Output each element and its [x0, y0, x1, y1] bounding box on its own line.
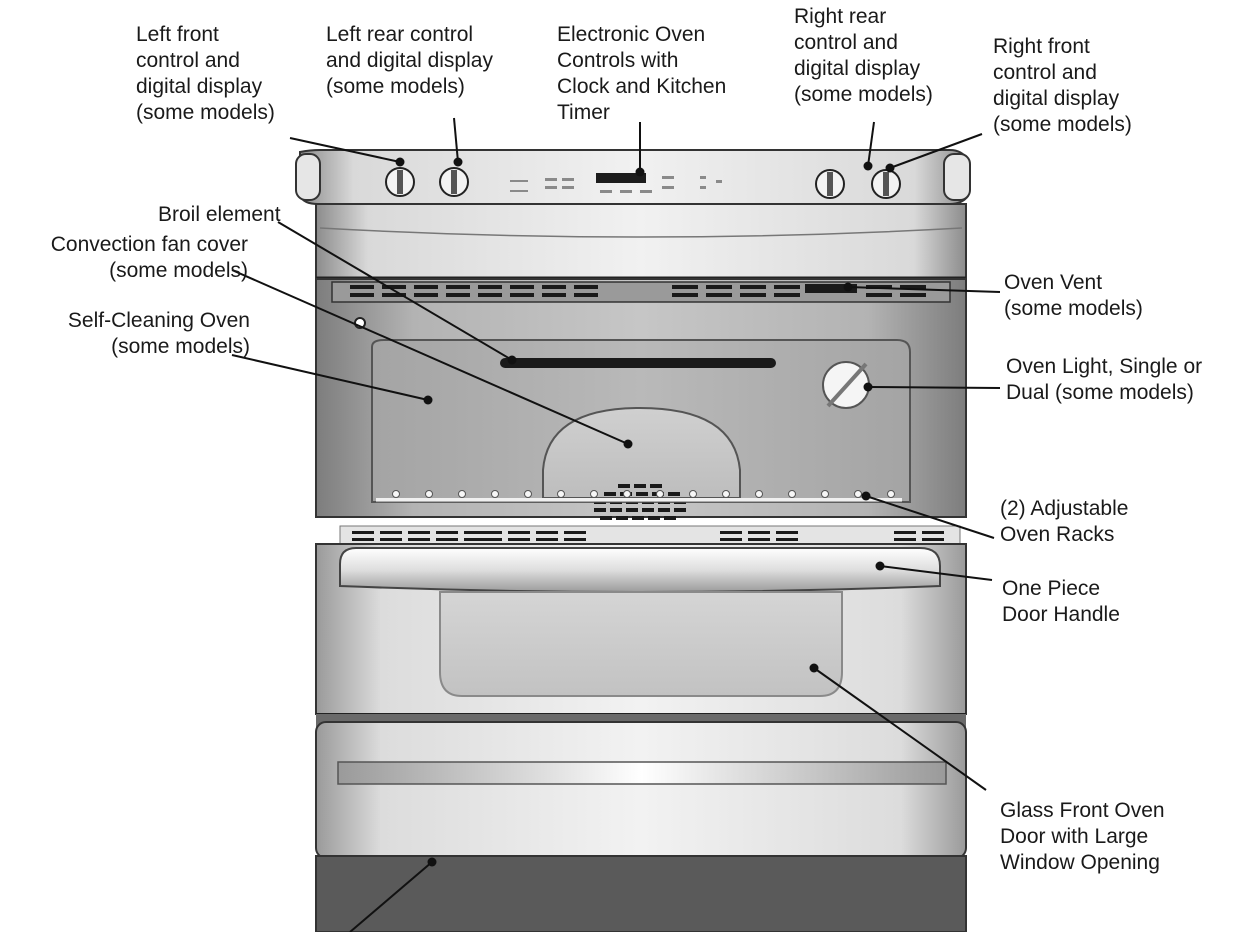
leader-oven-vent [847, 286, 1001, 293]
leader-oven-racks [865, 495, 995, 539]
storage-drawer [315, 721, 967, 859]
leader-convection-fan [231, 269, 629, 445]
leader-right-rear [867, 121, 875, 167]
control-panel [295, 149, 971, 205]
leader-door-handle [879, 565, 993, 581]
label-glass-door: Glass Front Oven Door with Large Window … [1000, 799, 1165, 874]
left-front-knob [385, 167, 415, 197]
label-oven-vent: Oven Vent (some models) [1004, 271, 1143, 320]
broil-element [500, 358, 776, 368]
left-end-cap [295, 153, 321, 201]
drawer-handle [337, 761, 947, 785]
left-rear-knob [439, 167, 469, 197]
leader-lines [231, 117, 1001, 932]
door-window [439, 591, 843, 697]
label-broil-element: Broil element [158, 203, 281, 226]
clock-display [596, 173, 646, 183]
oven-light [822, 361, 870, 409]
leader-broil-element [277, 221, 513, 361]
leader-right-front [889, 133, 983, 169]
label-left-rear: Left rear control and digital display (s… [326, 23, 493, 98]
label-oven-light: Oven Light, Single or Dual (some models) [1006, 355, 1203, 404]
control-buttons [510, 176, 722, 193]
convection-fan-cover [542, 406, 741, 499]
right-end-cap [943, 153, 971, 201]
leader-left-rear [453, 117, 459, 163]
vent-slots [350, 285, 926, 297]
label-door-handle: One Piece Door Handle [1002, 577, 1120, 626]
label-electronic-controls: Electronic Oven Controls with Clock and … [557, 23, 727, 124]
label-oven-racks: (2) Adjustable Oven Racks [1000, 497, 1129, 546]
leader-oven-light [867, 386, 1001, 389]
label-left-front: Left front control and digital display (… [136, 23, 275, 124]
label-self-cleaning: Self-Cleaning Oven (some models) [67, 309, 250, 358]
right-rear-knob [815, 169, 845, 199]
leader-dots [395, 157, 895, 867]
leader-left-front [289, 137, 401, 163]
leader-self-cleaning [231, 354, 429, 401]
oven-upper-body [315, 203, 967, 279]
toe-kick [315, 855, 967, 932]
label-right-rear: Right rear control and digital display (… [794, 5, 933, 106]
door-handle [339, 547, 941, 593]
label-convection-fan: Convection fan cover (some models) [50, 233, 248, 282]
leader-glass-door [813, 667, 987, 791]
leader-storage-drawer [349, 861, 433, 932]
right-front-knob [871, 169, 901, 199]
oven-rack [376, 490, 902, 503]
label-right-front: Right front control and digital display … [993, 35, 1132, 136]
